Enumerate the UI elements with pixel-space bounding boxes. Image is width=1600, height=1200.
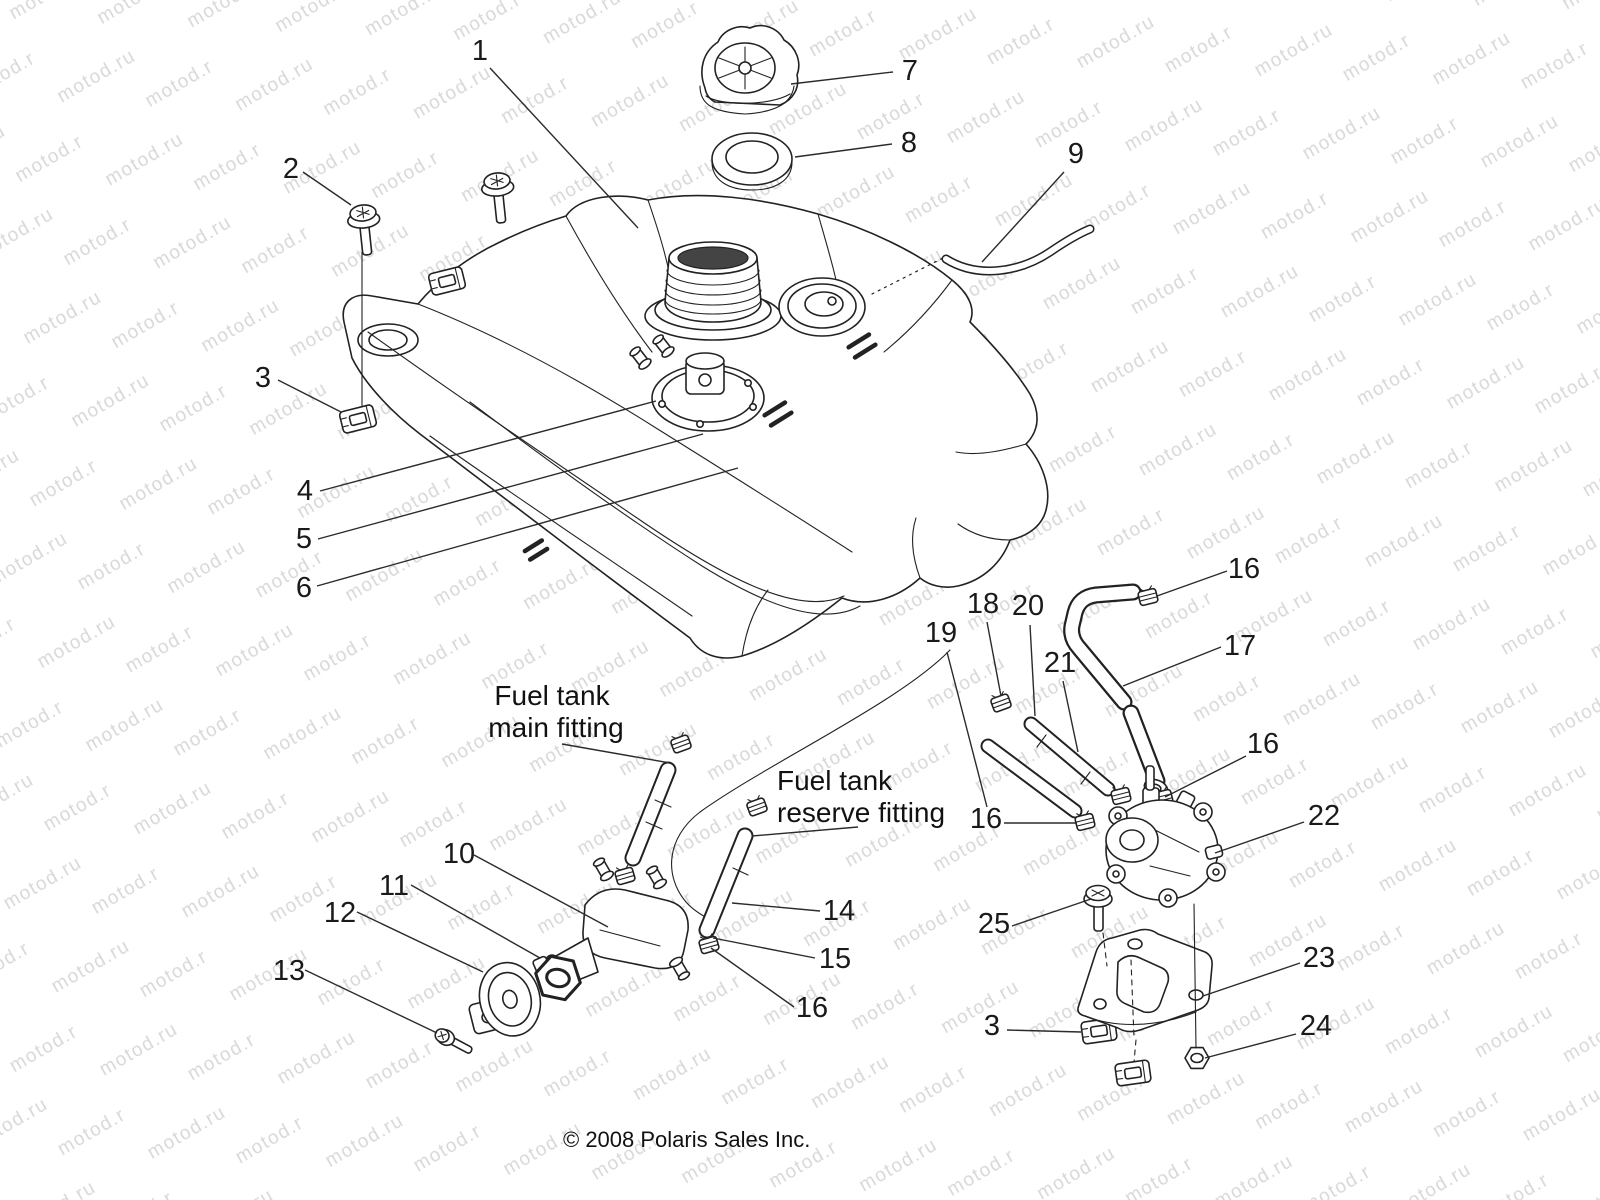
clip-nut	[1113, 1058, 1153, 1088]
callout-20: 20	[1012, 590, 1044, 622]
pump-screw	[1083, 884, 1113, 932]
leader-line-24	[1204, 1033, 1297, 1059]
callout-16: 16	[1247, 728, 1279, 760]
callout-3: 3	[984, 1010, 1000, 1042]
vent-hose	[871, 224, 1095, 295]
tank-cap-boss	[778, 277, 866, 337]
leader-line-2	[302, 171, 352, 206]
leader-line-8	[794, 143, 893, 158]
annotation-reserve-fitting: Fuel tank reserve fitting	[751, 765, 945, 837]
copyright-text: © 2008 Polaris Sales Inc.	[563, 1127, 810, 1152]
callout-15: 15	[819, 943, 851, 975]
main-fitting-label-line1: Fuel tank	[494, 680, 610, 711]
leader-line-6	[316, 467, 739, 587]
fuel-valve	[431, 855, 693, 1059]
callout-3: 3	[255, 362, 271, 394]
leader-line-16	[1164, 755, 1247, 798]
callout-22: 22	[1308, 800, 1340, 832]
reserve-fitting-label-line1: Fuel tank	[777, 765, 893, 796]
callout-24: 24	[1300, 1010, 1332, 1042]
leader-line-5	[317, 433, 704, 540]
leader-line-3	[277, 379, 342, 413]
leader-line-25	[1011, 898, 1092, 927]
fuel-pump	[1105, 765, 1226, 908]
callout-14: 14	[823, 895, 855, 927]
leader-line-22	[1214, 821, 1305, 854]
leader-line-3	[1006, 1029, 1082, 1033]
leader-line-16	[710, 947, 795, 1008]
callout-11: 11	[379, 870, 409, 902]
callout-12: 12	[324, 897, 356, 929]
callout-18: 18	[967, 588, 999, 620]
assembly-lines	[1102, 903, 1197, 1063]
callout-6: 6	[296, 572, 312, 604]
leader-line-19	[946, 651, 988, 808]
leader-line-15	[712, 937, 816, 959]
leader-line-9	[981, 171, 1065, 263]
reserve-fitting-tube	[696, 793, 769, 956]
main-fitting-label-line2: main fitting	[488, 712, 623, 743]
leader-line-17	[1122, 646, 1222, 687]
leader-line-14	[731, 902, 821, 912]
callout-10: 10	[443, 838, 475, 870]
callout-25: 25	[978, 908, 1010, 940]
fuel-cap	[699, 24, 800, 115]
leader-line-10	[473, 854, 609, 928]
pump-bracket	[1077, 928, 1213, 1033]
callout-9: 9	[1068, 138, 1084, 170]
callout-17: 17	[1224, 630, 1256, 662]
leader-line-1	[489, 67, 639, 229]
callout-2: 2	[283, 153, 299, 185]
callout-23: 23	[1303, 942, 1335, 974]
callout-7: 7	[902, 55, 918, 87]
reserve-fitting-leader	[751, 826, 859, 837]
callout-1: 1	[472, 35, 488, 67]
callout-4: 4	[297, 475, 313, 507]
callout-16: 16	[970, 803, 1002, 835]
callout-8: 8	[901, 127, 917, 159]
tank-vent-slots	[522, 332, 878, 562]
filler-gasket	[711, 132, 793, 191]
leader-line-20	[1029, 624, 1036, 717]
fuel-sender-unit	[626, 331, 765, 432]
diagram-artwork	[338, 24, 1226, 1088]
leader-line-13	[304, 969, 438, 1034]
annotation-main-fitting: Fuel tank main fitting	[488, 680, 671, 764]
leader-line-23	[1202, 962, 1301, 997]
fuel-line	[671, 649, 951, 921]
reserve-fitting-label-line2: reserve fitting	[777, 797, 945, 828]
leader-line-18	[986, 621, 1002, 697]
leader-line-16	[1156, 570, 1228, 597]
main-fitting-tube	[612, 730, 693, 887]
callout-21: 21	[1044, 647, 1076, 679]
valve-dial	[468, 961, 542, 1037]
fuel-hoses	[980, 583, 1175, 832]
filler-neck	[644, 241, 782, 341]
leader-line-11	[410, 884, 541, 959]
leader-line-4	[319, 400, 657, 492]
leader-line-21	[1062, 680, 1079, 753]
leader-line-12	[356, 911, 484, 973]
callout-5: 5	[296, 523, 312, 555]
leader-line-7	[790, 71, 894, 85]
callout-19: 19	[925, 617, 957, 649]
main-fitting-leader	[561, 743, 671, 764]
callout-13: 13	[273, 955, 305, 987]
fuel-tank	[342, 194, 1049, 659]
callout-16: 16	[1228, 553, 1260, 585]
callout-16: 16	[796, 992, 828, 1024]
